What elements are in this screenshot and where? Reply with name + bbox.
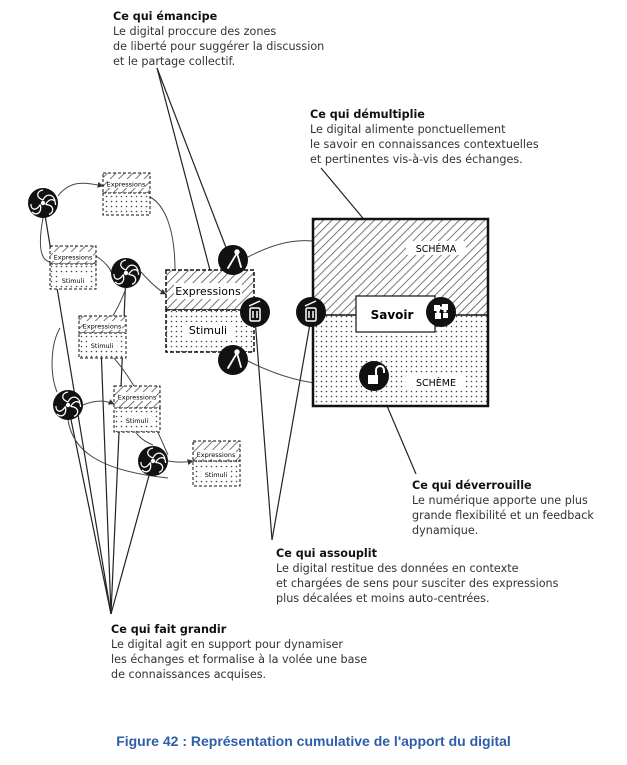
main-box-expressions: Expressions: [175, 285, 241, 298]
small-box-1-label: Expressions: [107, 181, 146, 189]
annotation-emancipe-line: Le digital proccure des zones: [113, 25, 277, 38]
annotation-emancipe: Ce qui émancipe Le digital proccure des …: [113, 9, 324, 69]
small-box-2-stimuli: Stimuli: [62, 277, 85, 285]
spiral-icon: [137, 445, 169, 477]
annotation-assouplit-line: Le digital restitue des données en conte…: [276, 562, 519, 575]
annotation-deverrouille: Ce qui déverrouille Le numérique apporte…: [412, 478, 594, 538]
annotation-demultiplie-line: Le digital alimente ponctuellement: [310, 123, 506, 136]
annotation-deverrouille-line: grande flexibilité et un feedback: [412, 509, 594, 522]
annotation-deverrouille-title: Ce qui déverrouille: [412, 479, 532, 492]
annotation-grandir: Ce qui fait grandir Le digital agit en s…: [111, 622, 367, 682]
small-box-2-expressions: Expressions: [54, 254, 93, 262]
annotation-emancipe-line: de liberté pour suggérer la discussion: [113, 40, 325, 53]
annotation-grandir-line: Le digital agit en support pour dynamise…: [111, 638, 344, 651]
annotation-emancipe-line: et le partage collectif.: [113, 55, 236, 68]
main-box-stimuli: Stimuli: [189, 324, 227, 337]
annotation-grandir-line: de connaissances acquises.: [111, 668, 267, 681]
annotation-deverrouille-line: Le numérique apporte une plus: [412, 494, 588, 507]
assouplit-pointers: [254, 317, 312, 541]
annotation-demultiplie-line: le savoir en connaissances contextuelles: [310, 138, 539, 151]
small-box-5: Expressions Stimuli: [192, 440, 241, 487]
puzzle-icon: [426, 297, 456, 327]
figure-caption: Figure 42 : Représentation cumulative de…: [116, 733, 511, 749]
small-box-3-stimuli: Stimuli: [91, 342, 114, 350]
unlock-icon: [358, 360, 390, 392]
small-box-4: Expressions Stimuli: [113, 385, 161, 433]
scheme-label: SCHÈME: [416, 377, 456, 389]
small-box-5-stimuli: Stimuli: [205, 471, 228, 479]
small-box-1: Expressions: [102, 172, 151, 216]
small-box-4-stimuli: Stimuli: [126, 417, 149, 425]
annotation-assouplit-line: plus décalées et moins auto-centrées.: [276, 592, 490, 605]
annotation-demultiplie-title: Ce qui démultiplie: [310, 108, 425, 121]
bin-icon: [239, 296, 271, 328]
schema-box: SCHÉMA SCHÈME Savoir: [311, 217, 490, 408]
annotation-grandir-line: les échanges et formalise à la volée une…: [111, 653, 368, 666]
annotation-demultiplie: Ce qui démultiplie Le digital alimente p…: [310, 107, 539, 167]
annotation-assouplit-title: Ce qui assouplit: [276, 547, 377, 560]
small-box-3: Expressions Stimuli: [78, 315, 127, 359]
schema-label: SCHÉMA: [416, 243, 457, 255]
small-box-4-expressions: Expressions: [118, 394, 157, 402]
savoir-label: Savoir: [371, 308, 414, 322]
main-box: Expressions Stimuli: [165, 269, 255, 353]
compass-icon: [217, 244, 249, 276]
annotation-demultiplie-line: et pertinentes vis-à-vis des échanges.: [310, 153, 523, 166]
small-box-3-expressions: Expressions: [83, 323, 122, 331]
annotation-deverrouille-line: dynamique.: [412, 524, 479, 537]
spiral-icon: [52, 389, 84, 421]
spiral-icon: [110, 257, 142, 289]
small-box-2: Expressions Stimuli: [49, 245, 97, 290]
spiral-icon: [27, 187, 59, 219]
annotation-assouplit: Ce qui assouplit Le digital restitue des…: [276, 546, 558, 606]
annotation-assouplit-line: et chargées de sens pour susciter des ex…: [276, 577, 559, 590]
annotation-emancipe-title: Ce qui émancipe: [113, 10, 218, 23]
annotation-grandir-title: Ce qui fait grandir: [111, 623, 227, 636]
compass-icon: [217, 344, 249, 376]
small-box-5-expressions: Expressions: [197, 451, 236, 459]
bin-icon: [295, 296, 327, 328]
